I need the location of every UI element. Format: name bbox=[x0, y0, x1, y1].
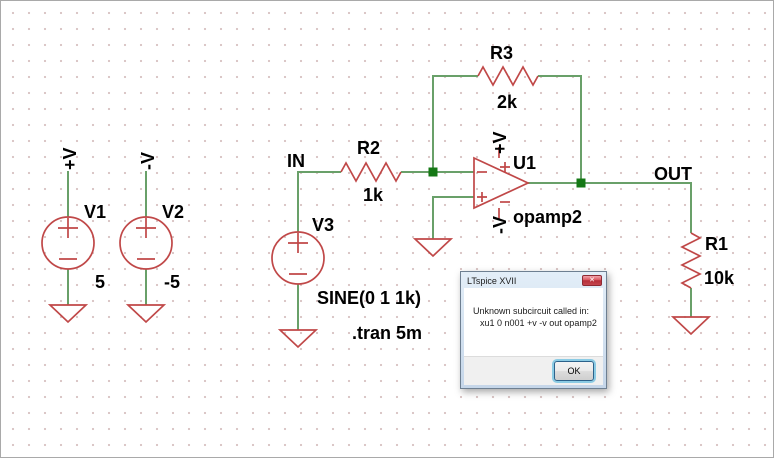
wire-r3-left[interactable] bbox=[432, 75, 478, 172]
dialog-titlebar[interactable]: LTspice XVII ✕ bbox=[464, 275, 603, 288]
net-label-plusv-u1[interactable]: +V bbox=[490, 131, 510, 154]
opamp-u1[interactable] bbox=[473, 147, 531, 219]
label-v3-ref[interactable]: V3 bbox=[312, 215, 334, 235]
voltage-source-v1[interactable] bbox=[41, 216, 95, 270]
label-r1-value[interactable]: 10k bbox=[704, 268, 735, 288]
dialog-title: LTspice XVII bbox=[467, 276, 517, 286]
net-label-plusv-v1[interactable]: +V bbox=[60, 147, 80, 170]
resistor-r3[interactable] bbox=[477, 65, 539, 87]
resistor-r2[interactable] bbox=[340, 161, 402, 183]
error-dialog: LTspice XVII ✕ Unknown subcircuit called… bbox=[460, 271, 607, 389]
junction-output-node bbox=[576, 178, 586, 188]
junction-inverting-node bbox=[428, 167, 438, 177]
ground-v1[interactable] bbox=[47, 304, 89, 324]
wire-r3-right[interactable] bbox=[538, 75, 582, 183]
spice-directive[interactable]: .tran 5m bbox=[352, 323, 422, 343]
label-u1-type[interactable]: opamp2 bbox=[513, 207, 582, 227]
dialog-body: Unknown subcircuit called in: xu1 0 n001… bbox=[464, 288, 603, 356]
net-label-minusv-u1[interactable]: -V bbox=[490, 216, 510, 234]
net-label-minusv-v2[interactable]: -V bbox=[138, 152, 158, 170]
label-r3-value[interactable]: 2k bbox=[497, 92, 518, 112]
label-r2-ref[interactable]: R2 bbox=[357, 138, 380, 158]
dialog-footer: OK bbox=[464, 356, 603, 385]
wire-in-net[interactable] bbox=[297, 171, 341, 232]
label-r1-ref[interactable]: R1 bbox=[705, 234, 728, 254]
dialog-message-line1: Unknown subcircuit called in: bbox=[473, 306, 590, 316]
ground-v2[interactable] bbox=[125, 304, 167, 324]
voltage-source-v3[interactable] bbox=[271, 231, 325, 285]
resistor-r1[interactable] bbox=[680, 232, 702, 289]
net-label-out[interactable]: OUT bbox=[654, 164, 692, 184]
ground-r1[interactable] bbox=[670, 316, 712, 336]
ground-v3[interactable] bbox=[277, 329, 319, 349]
label-v2-value[interactable]: -5 bbox=[164, 272, 180, 292]
label-v3-value[interactable]: SINE(0 1 1k) bbox=[317, 288, 421, 308]
opamp-noninverting-mark bbox=[477, 192, 487, 202]
opamp-vplus-mark bbox=[500, 162, 510, 172]
close-button[interactable]: ✕ bbox=[582, 275, 602, 286]
dialog-message-line2: xu1 0 n001 +v -v out opamp2 bbox=[480, 317, 597, 328]
wire-noninv-to-ground[interactable] bbox=[432, 196, 474, 239]
voltage-source-v2[interactable] bbox=[119, 216, 173, 270]
label-v2-ref[interactable]: V2 bbox=[162, 202, 184, 222]
label-v1-ref[interactable]: V1 bbox=[84, 202, 106, 222]
label-r2-value[interactable]: 1k bbox=[363, 185, 384, 205]
ok-button[interactable]: OK bbox=[554, 361, 594, 381]
label-u1-ref[interactable]: U1 bbox=[513, 153, 536, 173]
ground-noninv[interactable] bbox=[412, 238, 454, 258]
label-r3-ref[interactable]: R3 bbox=[490, 43, 513, 63]
close-icon: ✕ bbox=[589, 277, 595, 284]
net-label-in[interactable]: IN bbox=[287, 151, 305, 171]
label-v1-value[interactable]: 5 bbox=[95, 272, 105, 292]
